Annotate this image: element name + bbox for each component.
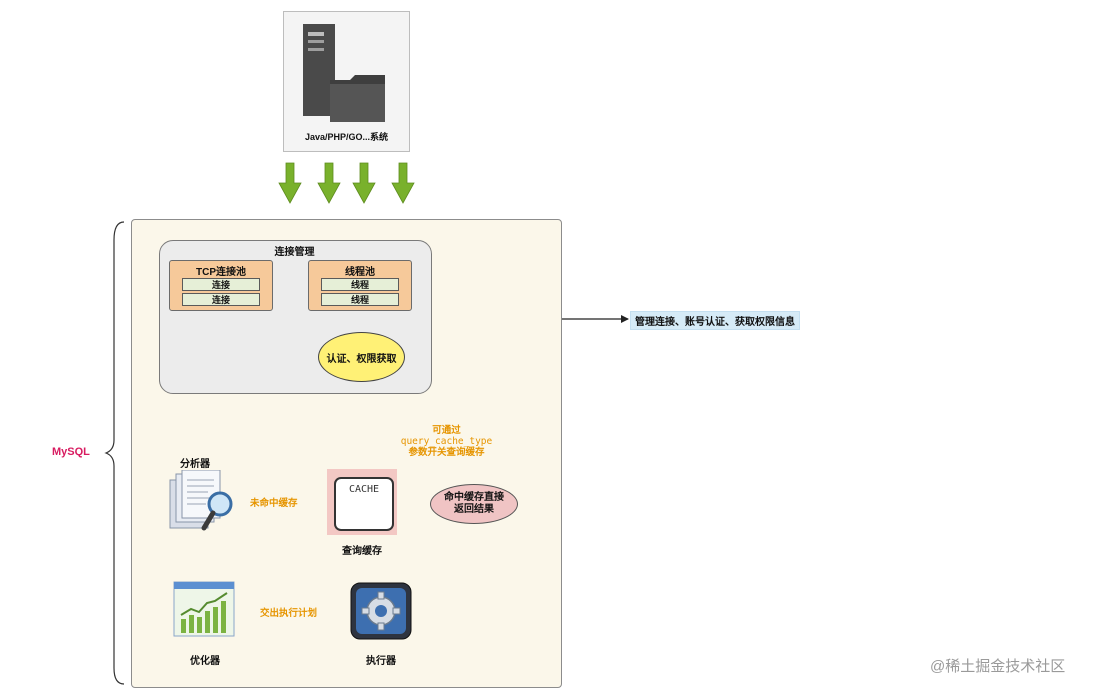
auth-node: 认证、权限获取	[318, 332, 405, 382]
folder-icon	[330, 75, 385, 122]
thread-pool-title: 线程池	[345, 267, 375, 278]
callout-line: 可通过	[432, 425, 461, 436]
cache-hit-line: 返回结果	[454, 504, 494, 515]
mysql-brace	[104, 221, 125, 685]
execution-plan-label: 交出执行计划	[258, 605, 320, 619]
green-arrow-4	[391, 162, 415, 204]
tcp-slot: 连接	[182, 278, 260, 291]
thread-slot: 线程	[321, 278, 399, 291]
thread-pool: 线程池 线程 线程	[308, 260, 412, 311]
cache-miss-label: 未命中缓存	[248, 495, 300, 509]
system-label: Java/PHP/GO...系统	[304, 132, 389, 142]
executor-label: 执行器	[366, 656, 396, 667]
thread-slot: 线程	[321, 293, 399, 306]
green-arrow-3	[352, 162, 376, 204]
server-icon	[303, 24, 385, 122]
tcp-slot: 连接	[182, 293, 260, 306]
green-arrow-2	[317, 162, 341, 204]
gear-icon	[350, 582, 412, 640]
mysql-label: MySQL	[52, 446, 90, 458]
green-arrow-1	[278, 162, 302, 204]
document-magnifier-icon	[169, 470, 233, 531]
callout-line: 参数开关查询缓存	[408, 447, 485, 458]
client-system-card: Java/PHP/GO...系统	[283, 11, 410, 152]
tcp-pool-title: TCP连接池	[196, 267, 246, 278]
connection-manager-note: 管理连接、账号认证、获取权限信息	[630, 311, 800, 330]
cache-callout-text: 可通过 query_cache_type 参数开关查询缓存	[393, 425, 500, 458]
analyzer-label: 分析器	[180, 459, 210, 470]
green-down-arrows	[278, 162, 415, 204]
cache-icon: CACHE	[334, 477, 394, 531]
connection-manager-title: 连接管理	[274, 247, 315, 258]
cache-icon-text: CACHE	[348, 484, 380, 495]
query-cache-label: 查询缓存	[342, 546, 382, 557]
tcp-pool: TCP连接池 连接 连接	[169, 260, 273, 311]
callout-line: query_cache_type	[400, 436, 493, 447]
cache-hit-node: 命中缓存直接 返回结果	[430, 484, 518, 524]
watermark: @稀土掘金技术社区	[930, 658, 1066, 675]
chart-icon	[173, 581, 235, 637]
cache-hit-line: 命中缓存直接	[444, 492, 504, 503]
optimizer-label: 优化器	[190, 656, 220, 667]
